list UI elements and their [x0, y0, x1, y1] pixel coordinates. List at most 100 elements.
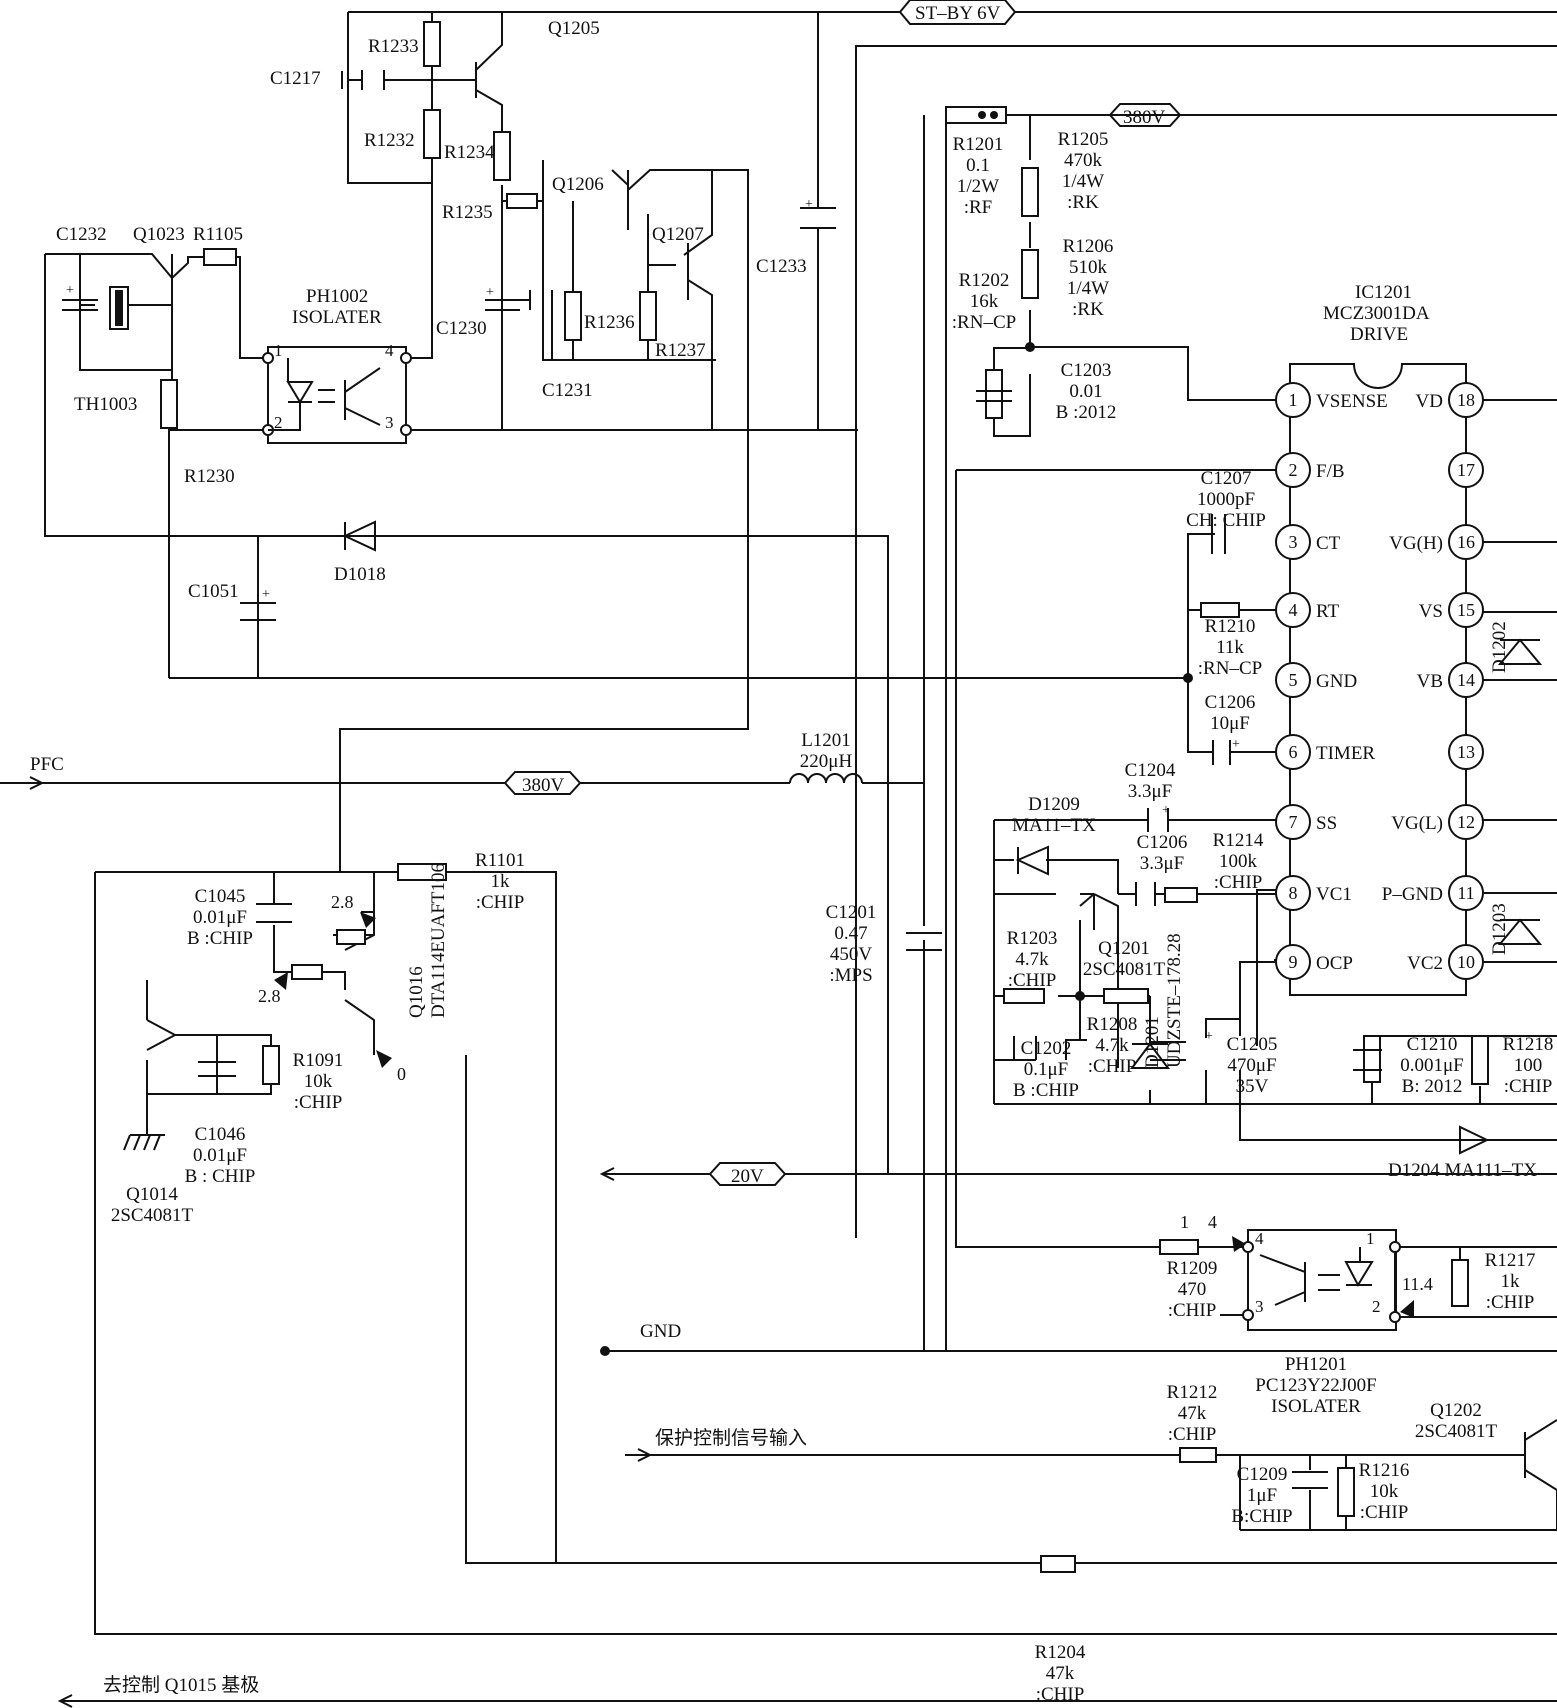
junction-dots [600, 342, 1193, 1356]
svg-text:+: + [1162, 803, 1170, 818]
label-r1235: R1235 [442, 202, 493, 223]
diode-symbols [342, 520, 1543, 1155]
ic-pin-name: SS [1316, 813, 1337, 834]
label-line: 1/4W [1067, 278, 1109, 299]
label-q1023: Q1023 [133, 224, 185, 245]
label-line: :RK [1072, 299, 1104, 320]
ic-pin-name: VB [1417, 671, 1443, 692]
label-line: PH1201 [1285, 1354, 1347, 1375]
label-q1206: Q1206 [552, 174, 604, 195]
label-line: 470k [1064, 150, 1103, 171]
svg-text:+: + [262, 587, 270, 602]
label-line: C1203 [1061, 360, 1112, 381]
label-line: 2SC4081T [111, 1205, 194, 1226]
label-r1232: R1232 [364, 130, 415, 151]
label-line: R1202 [959, 270, 1010, 291]
ic1201-right-pins: 18VD1716VG(H)15VS14VB1312VG(L)11P–GND10V… [1382, 382, 1484, 980]
svg-text:1: 1 [1366, 1229, 1375, 1248]
capacitor-symbols [62, 70, 1382, 1489]
svg-text:3: 3 [385, 413, 394, 432]
ic-pin-3: 3 CT [1275, 524, 1341, 560]
label-line: 1/2W [957, 176, 999, 197]
label-line: Q1202 [1430, 1400, 1482, 1421]
label-line: 0.47 [834, 923, 867, 944]
label-line: 35V [1236, 1076, 1269, 1097]
label-line: C1206 [1137, 832, 1188, 853]
label-line: C1207 [1201, 468, 1252, 489]
label-th1003: TH1003 [74, 394, 137, 415]
label-line: C1206 [1205, 692, 1256, 713]
ic-ref: IC1201 [1355, 282, 1412, 303]
label-line: 0.01 [1069, 381, 1102, 402]
label-line: C1046 [195, 1124, 246, 1145]
svg-text:2: 2 [274, 413, 283, 432]
ic-pin-number: 12 [1457, 812, 1475, 832]
label-line: CH: CHIP [1186, 510, 1266, 531]
label-r1230: R1230 [184, 466, 235, 487]
label-line: B : CHIP [185, 1166, 256, 1187]
ic-pin-11: 11P–GND [1382, 875, 1484, 911]
label-line: R1214 [1213, 830, 1264, 851]
label-line: 47k [1046, 1663, 1075, 1684]
label-q1207: Q1207 [652, 224, 704, 245]
ic-pin-number: 9 [1289, 952, 1298, 972]
label-line: 470μF [1227, 1055, 1276, 1076]
label-line: 3.3μF [1128, 781, 1173, 802]
label-line: B :CHIP [187, 928, 253, 949]
svg-text:+: + [1205, 1029, 1213, 1044]
ph1002-pin-numbers: 12 43 [274, 341, 394, 432]
label-c1230: C1230 [436, 318, 487, 339]
label-line: 2SC4081T [1083, 959, 1166, 980]
label-line: R1210 [1205, 616, 1256, 637]
label-d1202: D1202 [1489, 621, 1510, 673]
label-line: R1091 [293, 1050, 344, 1071]
label-line: R1216 [1359, 1460, 1410, 1481]
label-line: PC123Y22J00F [1255, 1375, 1376, 1396]
label-r1234: R1234 [444, 142, 495, 163]
label-line: 10k [304, 1071, 333, 1092]
label-line: C1202 [1021, 1038, 1072, 1059]
ic-pin-number: 3 [1289, 532, 1298, 552]
label-line: 470 [1178, 1279, 1207, 1300]
label-line: 0.1 [966, 155, 990, 176]
label-line: :CHIP [1486, 1292, 1535, 1313]
label-line: Q1201 [1098, 938, 1150, 959]
ground-symbol [123, 1134, 161, 1151]
ic1201-body [1289, 363, 1467, 996]
label-ph1002: PH1002 [306, 286, 368, 307]
label-line: 11k [1216, 637, 1244, 658]
ic-pin-name: CT [1316, 533, 1341, 554]
ic-pin-name: VG(H) [1389, 533, 1443, 554]
label-line: 0.01μF [193, 907, 247, 928]
label-line: Q1014 [126, 1184, 178, 1205]
ic-part: MCZ3001DA [1323, 303, 1430, 324]
label-q1205: Q1205 [548, 18, 600, 39]
svg-text:+: + [1232, 737, 1240, 752]
label-line: 16k [970, 291, 999, 312]
label-line: :CHIP [1360, 1502, 1409, 1523]
ic-pin-number: 10 [1457, 952, 1475, 972]
ic-pin-number: 13 [1457, 742, 1475, 762]
ic-pin-number: 1 [1289, 390, 1298, 410]
label-line: 4.7k [1095, 1035, 1129, 1056]
net-380v-top: 380V [1123, 107, 1166, 128]
label-line: 100 [1514, 1055, 1543, 1076]
label-line: 0.01μF [193, 1145, 247, 1166]
